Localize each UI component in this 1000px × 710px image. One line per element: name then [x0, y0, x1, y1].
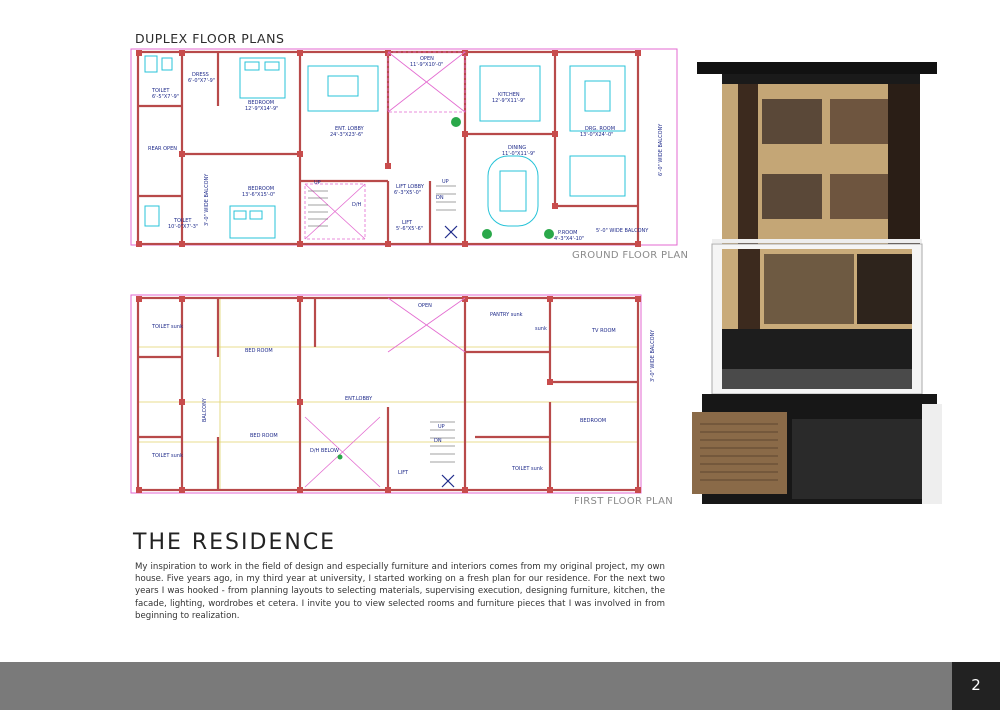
label-toilet1-dim: 6'-5"X7'-9"	[152, 94, 179, 100]
label-toilet1: TOILET	[151, 88, 170, 94]
label-toilet-sunk3: TOILET sunk	[511, 466, 543, 472]
page-number-box	[952, 662, 1000, 710]
label-dn: DN	[434, 438, 442, 444]
first-floor-plan: TOILET sunk BED ROOM BED ROOM TOILET sun…	[130, 294, 656, 494]
plant-icon	[337, 454, 343, 460]
label-balcony-left: 3'-0" WIDE BALCONY	[204, 173, 210, 226]
ground-floor-plan: TOILET 6'-5"X7'-9" DRESS 6'-0"X7'-9" BED…	[130, 48, 678, 247]
label-bed-room1: BED ROOM	[245, 348, 273, 354]
label-up: UP	[438, 424, 445, 430]
section-title: DUPLEX FLOOR PLANS	[135, 31, 285, 46]
label-proom-dim: 4'-3"X4'-10"	[554, 236, 584, 242]
label-open: OPEN	[418, 303, 432, 309]
label-balcony-left: BALCONY	[202, 397, 208, 422]
label-toilet2-dim: 10'-0"X7'-3"	[168, 224, 198, 230]
first-stairs	[430, 421, 455, 463]
label-balcony-bottom: 5'-0" WIDE BALCONY	[596, 228, 649, 234]
label-up1: UP	[314, 180, 321, 186]
label-lift-lobby-dim: 6'-3"X5'-0"	[394, 190, 421, 196]
label-rear-open: REAR OPEN	[148, 146, 177, 152]
label-bedroom1-dim: 12'-9"X14'-9"	[245, 106, 278, 112]
label-toilet2: TOILET	[173, 218, 192, 224]
facade-rendering	[692, 62, 942, 504]
label-tv-room: TV ROOM	[591, 328, 616, 334]
first-walls	[136, 296, 640, 492]
plant-icon	[451, 117, 461, 127]
footer-bar	[0, 662, 1000, 710]
label-bedroom2: BEDROOM	[248, 186, 274, 192]
plant-icon	[482, 229, 492, 239]
label-open: OPEN	[420, 56, 434, 62]
residence-title: THE RESIDENCE	[133, 530, 337, 555]
label-lift-dim: 5'-6"X5'-6"	[396, 226, 423, 232]
label-dining: DINING	[508, 145, 526, 151]
label-dn: DN	[436, 195, 444, 201]
label-pantry: PANTRY sunk	[490, 312, 523, 318]
label-toilet-sunk2: TOILET sunk	[151, 453, 183, 459]
label-proom: P.ROOM	[558, 230, 578, 236]
first-columns	[136, 296, 641, 493]
label-drg-room: DRG. ROOM	[585, 126, 615, 132]
ground-stairs	[308, 185, 456, 227]
ground-lift-x	[444, 225, 458, 239]
first-lift-x	[441, 474, 455, 488]
label-up2: UP	[442, 179, 449, 185]
label-kitchen: KITCHEN	[498, 92, 520, 98]
label-bedroom2-dim: 13'-6"X15'-0"	[242, 192, 275, 198]
label-lift: LIFT	[398, 470, 409, 476]
label-open-dim: 11'-9"X10'-0"	[410, 62, 443, 68]
label-balcony-right: 3'-0" WIDE BALCONY	[650, 329, 656, 382]
label-bedroom1: BEDROOM	[248, 100, 274, 106]
page-number: 2	[971, 676, 981, 694]
label-dining-dim: 11'-0"X11'-9"	[502, 151, 535, 157]
label-dress-dim: 6'-0"X7'-9"	[188, 78, 215, 84]
first-open-areas	[304, 297, 466, 488]
label-lift: LIFT	[402, 220, 413, 226]
label-toilet-sunk1: TOILET sunk	[151, 324, 183, 330]
ground-open-area	[304, 51, 466, 240]
label-drg-room-dim: 13'-0"X24'-0"	[580, 132, 613, 138]
residence-body: My inspiration to work in the field of d…	[135, 562, 665, 621]
label-dh-below: D/H BELOW	[310, 448, 339, 454]
label-dh: D/H	[352, 202, 362, 208]
ground-furniture	[144, 55, 626, 239]
label-ent-lobby: ENT. LOBBY	[335, 126, 365, 132]
label-lift-lobby: LIFT LOBBY	[396, 184, 425, 190]
ground-floor-caption: GROUND FLOOR PLAN	[572, 250, 689, 261]
label-ent-lobby-dim: 24'-3"X23'-6"	[330, 132, 363, 138]
label-kitchen-dim: 12'-9"X11'-9"	[492, 98, 525, 104]
plant-icon	[544, 229, 554, 239]
first-floor-caption: FIRST FLOOR PLAN	[574, 496, 674, 507]
label-dress: DRESS	[192, 72, 209, 78]
label-bedroom: BEDROOM	[580, 418, 606, 424]
label-balcony-right: 6'-0" WIDE BALCONY	[658, 123, 664, 176]
label-bed-room2: BED ROOM	[250, 433, 278, 439]
label-ent-lobby: ENT.LOBBY	[345, 396, 373, 402]
label-sunk: sunk	[535, 326, 547, 332]
